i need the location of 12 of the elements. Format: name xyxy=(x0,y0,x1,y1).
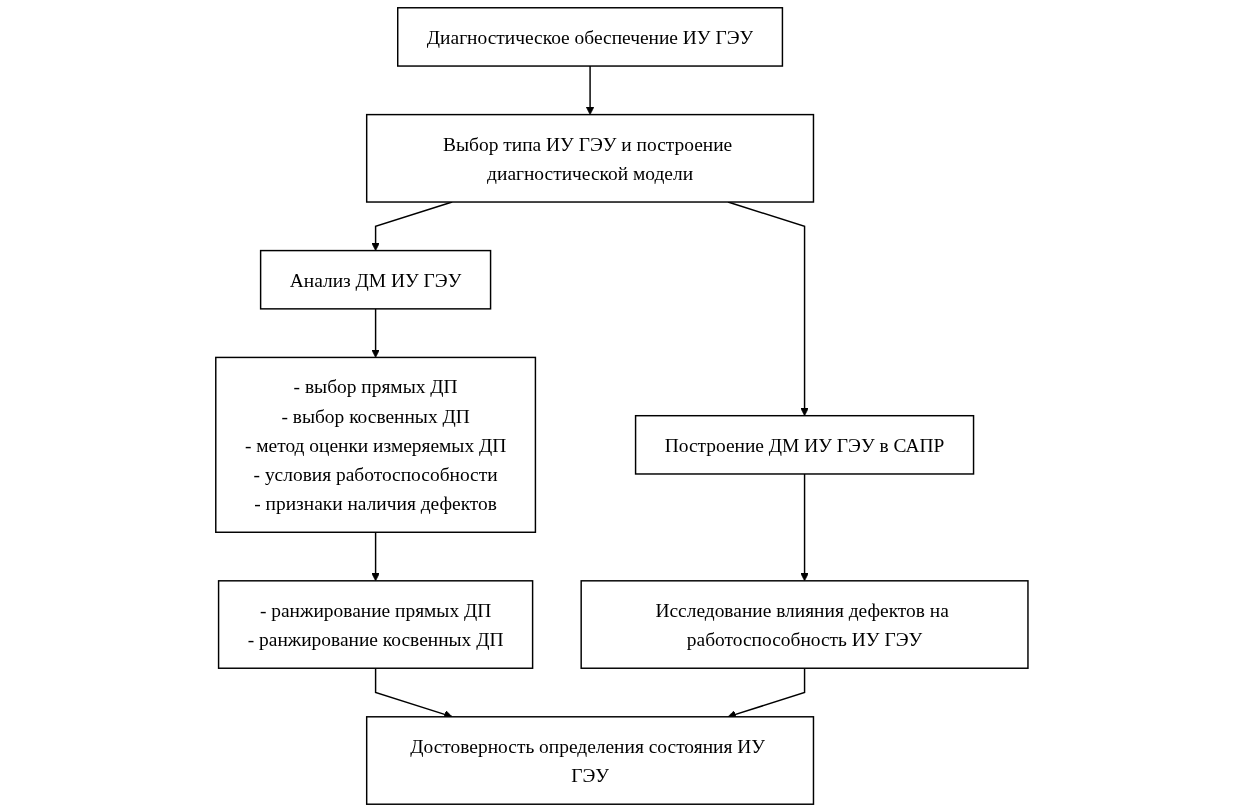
arrow xyxy=(371,531,380,582)
node-box: Исследование влияния дефектов на работоспособность ИУ ГЭУ xyxy=(580,580,1029,669)
node-box: Анализ ДМ ИУ ГЭУ xyxy=(260,249,492,310)
node-box: - выбор прямых ДП - выбор косвенных ДП - метод оценки измеряемых ДП - условия работоспособности - признаки наличия дефектов xyxy=(215,356,537,533)
arrow xyxy=(800,473,809,582)
node-box: Достоверность определения состояния ИУ ГЭУ xyxy=(366,716,815,805)
arrow xyxy=(371,308,380,358)
arrow xyxy=(585,65,595,115)
node-box: Построение ДМ ИУ ГЭУ в САПР xyxy=(634,414,975,475)
node-box: Выбор типа ИУ ГЭУ и построение диагностической модели xyxy=(366,113,815,203)
node-box: Диагностическое обеспечение ИУ ГЭУ xyxy=(397,7,784,67)
node-box: - ранжирование прямых ДП - ранжирование косвенных ДП xyxy=(218,580,534,669)
